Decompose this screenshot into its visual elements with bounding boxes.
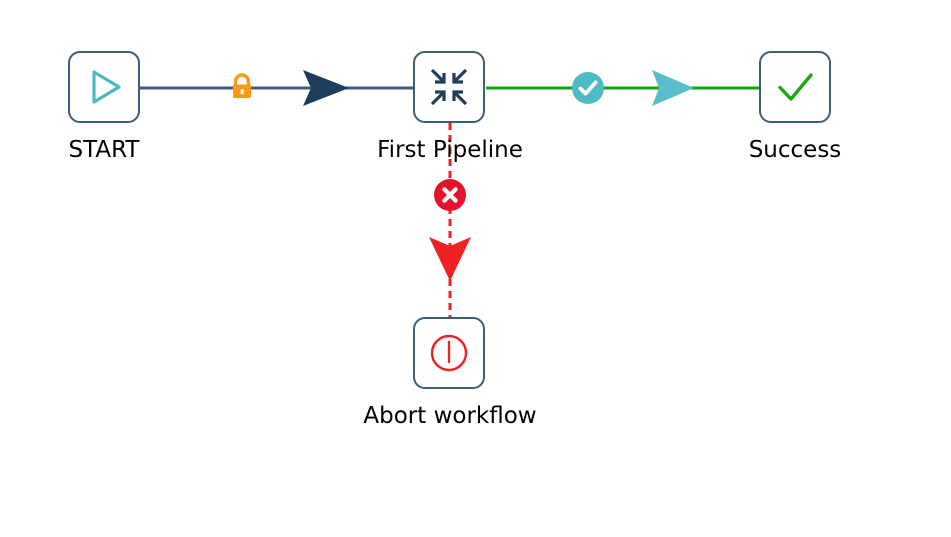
node-first-pipeline[interactable] xyxy=(413,51,485,123)
check-circle-icon-glyph xyxy=(572,72,604,104)
node-first-pipeline-label: First Pipeline xyxy=(377,137,523,163)
node-success[interactable] xyxy=(759,51,831,123)
edge-pipeline-to-abort-arrowhead xyxy=(429,237,471,281)
edge-start-to-pipeline-arrowhead xyxy=(303,70,349,106)
checkmark-icon xyxy=(778,73,813,101)
node-start[interactable] xyxy=(68,51,140,123)
lock-icon[interactable] xyxy=(225,70,259,104)
play-triangle-icon xyxy=(92,70,121,104)
check-circle-icon[interactable] xyxy=(571,71,605,105)
power-stop-icon xyxy=(430,334,468,372)
node-success-label: Success xyxy=(748,137,842,163)
node-start-label: START xyxy=(68,137,140,163)
node-abort-workflow[interactable] xyxy=(413,317,485,389)
node-abort-workflow-label: Abort workflow xyxy=(363,403,537,429)
error-circle-icon[interactable] xyxy=(433,178,467,212)
edge-pipeline-to-success-arrowhead xyxy=(652,70,694,106)
error-circle-icon-glyph xyxy=(434,179,466,211)
collapse-arrows-icon xyxy=(430,68,468,106)
lock-icon-glyph xyxy=(233,73,251,98)
